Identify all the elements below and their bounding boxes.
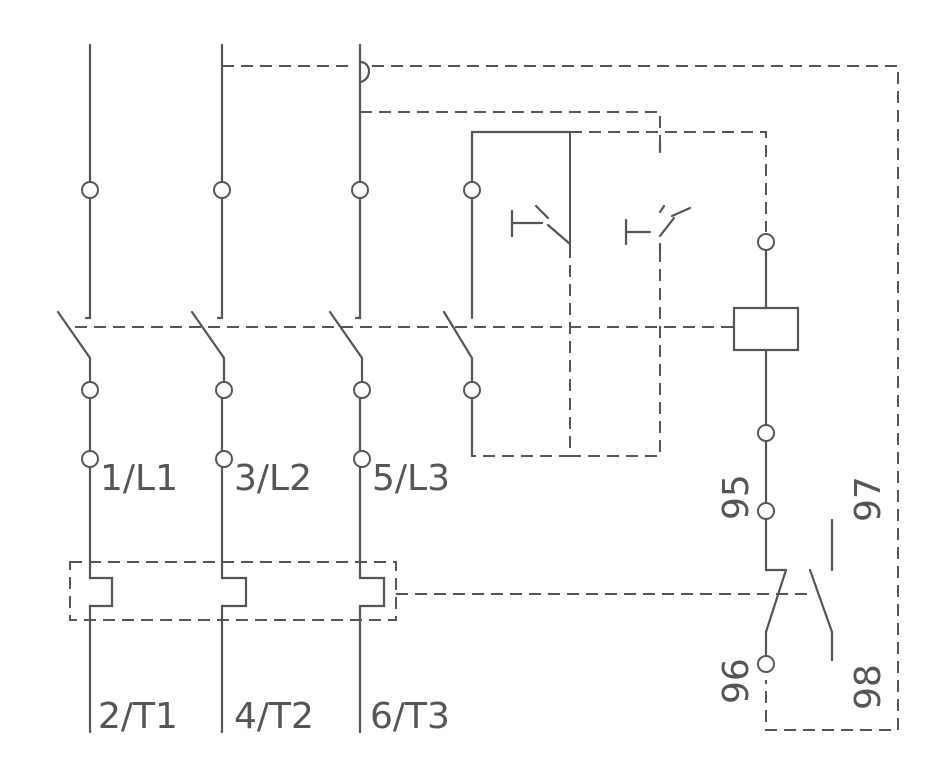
contact-label-96: 96	[716, 658, 757, 704]
contact-label-95: 95	[716, 474, 757, 520]
terminal-label-3-l2: 3/L2	[234, 458, 312, 499]
contact-label-98: 98	[848, 664, 889, 710]
coil-branch	[732, 249, 800, 658]
terminal	[215, 381, 233, 399]
wire-crossover	[358, 60, 371, 84]
terminal	[757, 655, 775, 673]
terminal-label-2-t1: 2/T1	[98, 696, 178, 737]
contact-label-97: 97	[848, 476, 889, 522]
main-contacts	[56, 310, 474, 384]
terminal	[351, 181, 369, 199]
terminals	[81, 181, 775, 673]
terminal	[353, 450, 371, 468]
load-wires	[88, 397, 474, 734]
overload-aux-contact	[808, 518, 834, 662]
terminal-label-6-t3: 6/T3	[370, 696, 450, 737]
terminal	[215, 450, 233, 468]
terminal	[463, 181, 481, 199]
terminal	[757, 502, 775, 520]
stop-pushbutton	[510, 204, 572, 246]
contactor-coil	[732, 306, 800, 352]
start-pushbutton	[624, 138, 692, 252]
terminal	[757, 424, 775, 442]
mechanical-linkages	[69, 65, 899, 731]
terminal-label-4-t2: 4/T2	[234, 696, 314, 737]
terminal-label-1-l1: 1/L1	[100, 458, 178, 499]
terminal-label-5-l3: 5/L3	[372, 458, 450, 499]
terminal	[81, 381, 99, 399]
terminal	[81, 181, 99, 199]
terminal	[757, 233, 775, 251]
terminal	[81, 450, 99, 468]
terminal	[353, 381, 371, 399]
terminal	[463, 381, 481, 399]
terminal	[213, 181, 231, 199]
supply-wires	[84, 43, 572, 320]
